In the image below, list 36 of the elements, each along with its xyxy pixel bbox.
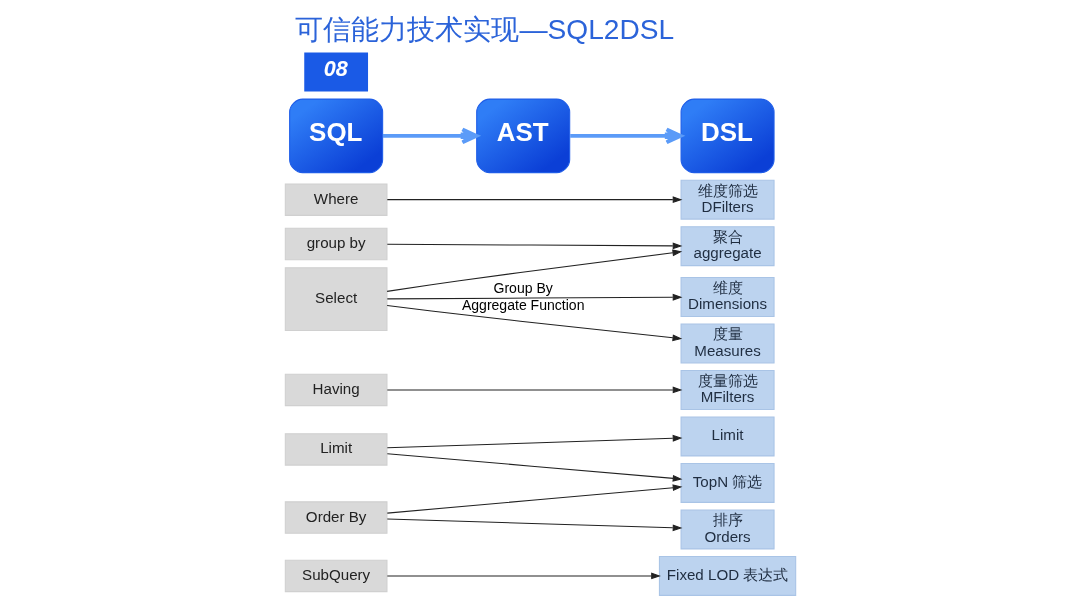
node-box: Where <box>284 183 387 216</box>
arrow <box>386 293 682 301</box>
node-box: 度量筛选 MFilters <box>680 369 775 410</box>
node-box: DSL <box>680 98 775 174</box>
node-box: Having <box>284 373 387 407</box>
node-box: group by <box>284 227 387 261</box>
arrow <box>386 518 682 532</box>
node-box: SubQuery <box>284 559 387 593</box>
node-box: Fixed LOD 表达式 <box>658 555 796 596</box>
node-box: 维度筛选 DFilters <box>680 179 775 220</box>
arrow <box>382 127 478 145</box>
arrow <box>386 386 682 394</box>
arrow <box>386 484 682 514</box>
node-box: 度量 Measures <box>680 323 775 364</box>
arrow <box>386 453 682 482</box>
arrow <box>386 196 682 204</box>
node-box: 排序 Orders <box>680 509 775 550</box>
arrow <box>569 127 683 145</box>
node-box: Order By <box>284 501 387 534</box>
arrow <box>386 304 682 342</box>
diagram-title: 可信能力技术实现—SQL2DSL <box>294 14 674 46</box>
arrow <box>386 249 682 292</box>
node-box: 聚合 aggregate <box>680 226 775 267</box>
edge-label: Aggregate Function <box>461 297 584 314</box>
edge-label: Group By <box>493 280 553 297</box>
node-box: Limit <box>284 433 387 466</box>
arrow <box>386 242 682 250</box>
node-box: AST <box>475 98 570 174</box>
node-box: TopN 筛选 <box>680 462 775 503</box>
arrow <box>386 572 661 580</box>
node-box: Limit <box>680 416 775 457</box>
node-box: SQL <box>288 98 383 174</box>
label: 08 <box>323 56 348 82</box>
arrow <box>386 434 682 449</box>
node-box: Select <box>284 267 387 332</box>
node-box: 维度 Dimensions <box>680 276 775 317</box>
